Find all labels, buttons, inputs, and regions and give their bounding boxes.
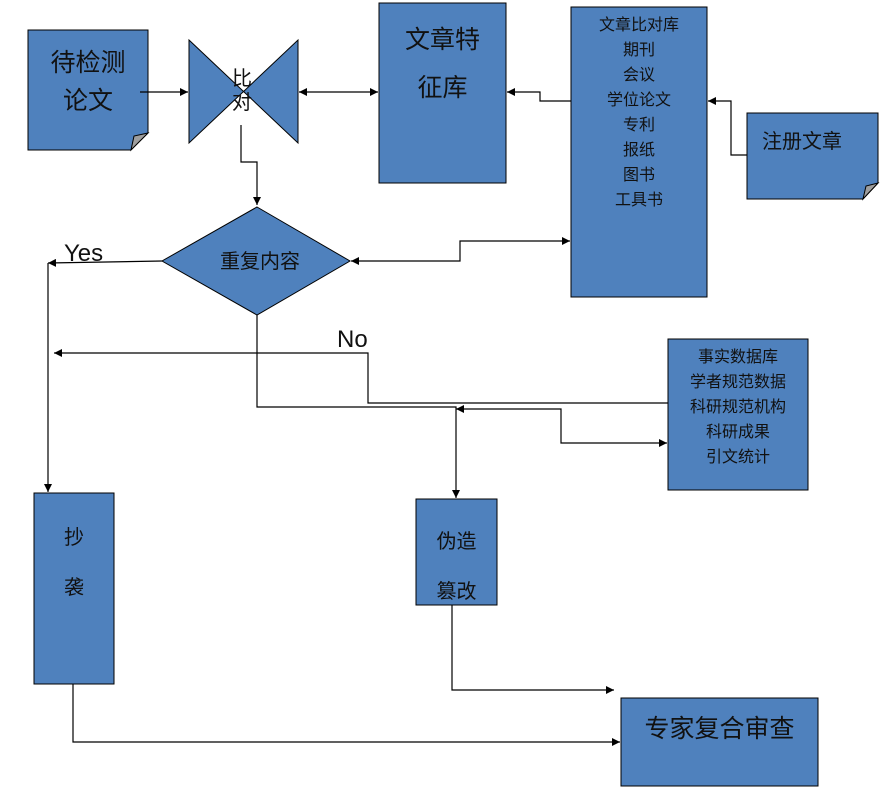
- expert-review-label: 专家复合审查: [644, 714, 795, 743]
- fact-db-line-1: 事实数据库: [697, 347, 778, 366]
- pending-paper-fold: [130, 132, 150, 152]
- fact-db-label: 事实数据库 学者规范数据 科研规范机构 科研成果 引文统计: [666, 344, 810, 469]
- edge-factdb-to-left-trunk: [54, 349, 668, 404]
- fact-db-line-4: 科研成果: [705, 422, 770, 441]
- compare-line-1: 比: [232, 66, 252, 90]
- compare-db-box: [570, 6, 708, 298]
- plagiarism-line-2: 袭: [64, 575, 84, 599]
- fact-db-line-2: 学者规范数据: [689, 372, 786, 391]
- pending-paper-line-2: 论文: [62, 86, 113, 115]
- edge-forgery-to-expert: [451, 605, 614, 694]
- forgery-label: 伪造 篡改: [416, 516, 497, 616]
- edge-comparedb-to-featuredb: [507, 88, 571, 102]
- edge-compare-to-duplicate: [240, 125, 261, 205]
- forgery-box: [415, 498, 498, 606]
- compare-db-line-5: 专利: [622, 115, 655, 134]
- fact-db-line-3: 科研规范机构: [689, 397, 786, 416]
- compare-db-line-4: 学位论文: [606, 90, 671, 109]
- fact-db-box: [667, 338, 809, 491]
- compare-db-line-3: 会议: [622, 65, 655, 84]
- forgery-line-2: 篡改: [436, 579, 477, 603]
- pending-paper-label: 待检测 论文: [28, 44, 148, 120]
- edge-comparedb-duplicate: [351, 237, 570, 265]
- plagiarism-label: 抄 袭: [54, 512, 94, 612]
- register-label: 注册文章: [762, 129, 842, 153]
- compare-db-line-7: 图书: [622, 165, 655, 184]
- edge-no-branch: [256, 315, 460, 498]
- compare-line-2: 对: [232, 90, 252, 114]
- fact-db-line-5: 引文统计: [705, 447, 770, 466]
- feature-db-line-2: 征库: [417, 73, 468, 102]
- register-fold: [862, 182, 880, 201]
- compare-db-label: 文章比对库 期刊 会议 学位论文 专利 报纸 图书 工具书: [571, 12, 707, 212]
- compare-db-line-6: 报纸: [622, 140, 655, 159]
- edge-plagiarism-to-expert: [72, 684, 620, 746]
- duplicate-label: 重复内容: [220, 249, 300, 273]
- compare-bowtie-shape: [188, 38, 299, 145]
- compare-label: 比 对: [228, 66, 256, 114]
- plagiarism-box: [33, 492, 115, 685]
- compare-db-line-1: 文章比对库: [598, 15, 679, 34]
- compare-db-line-8: 工具书: [614, 190, 663, 209]
- register-document-shape: [746, 112, 879, 200]
- forgery-line-1: 伪造: [436, 529, 477, 553]
- edge-register-to-comparedb: [708, 97, 747, 156]
- pending-paper-line-1: 待检测: [50, 48, 126, 77]
- expert-review-box: [620, 697, 819, 787]
- feature-db-line-1: 文章特: [404, 25, 480, 54]
- compare-db-line-2: 期刊: [622, 40, 655, 59]
- feature-db-label: 文章特 征库: [379, 16, 506, 112]
- plagiarism-line-1: 抄: [64, 525, 84, 549]
- edge-yes-branch: [47, 258, 163, 267]
- edge-factdb-to-forgery-link: [456, 405, 667, 447]
- yes-label: Yes: [64, 240, 104, 267]
- feature-db-box: [378, 2, 507, 184]
- no-label: No: [337, 326, 368, 353]
